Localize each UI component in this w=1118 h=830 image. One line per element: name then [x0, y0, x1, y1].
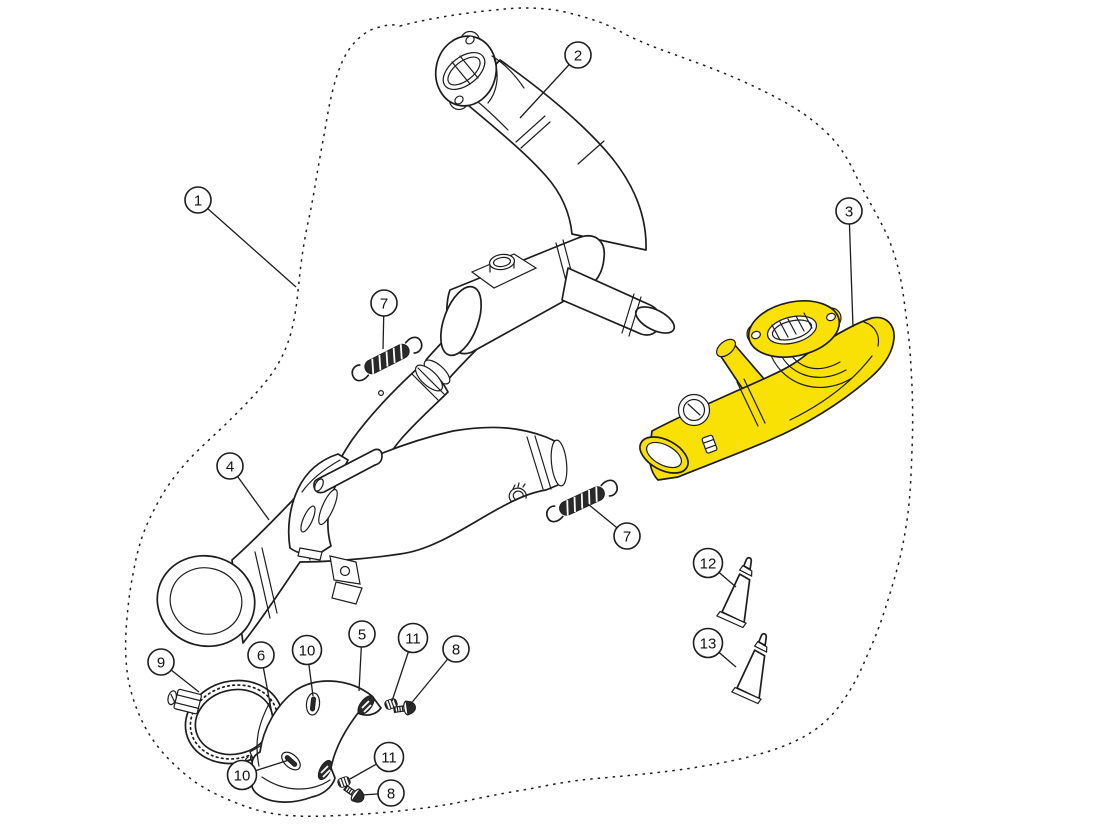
callout-circle-6 [247, 641, 275, 669]
part-4-collector [156, 426, 568, 648]
callout-circle-10 [226, 759, 258, 791]
callout-number-11: 11 [381, 749, 397, 766]
part-3-highlighted-link-pipe [639, 300, 895, 481]
callout-circle-8 [377, 779, 405, 807]
callout-circle-7 [370, 289, 398, 317]
callout-circle-12 [692, 547, 724, 579]
callout-leader-1 [197, 199, 297, 288]
callout-number-8: 8 [452, 641, 460, 658]
callout-circle-13 [692, 627, 724, 659]
clamp-worm-screw [167, 688, 202, 715]
callout-leader-2 [519, 54, 579, 119]
callout-circle-11 [397, 622, 429, 654]
callout-circle-5 [348, 620, 376, 648]
shield-slot-lower [317, 759, 333, 781]
callout-number-2: 2 [574, 47, 582, 64]
washer-lower [337, 776, 351, 788]
callout-circle-9 [147, 648, 175, 676]
callout-number-7: 7 [623, 528, 631, 545]
callout-number-11: 11 [405, 630, 421, 647]
callout-circle-7 [613, 522, 641, 550]
callout-number-4: 4 [226, 458, 234, 475]
brand-logo-mark [508, 482, 527, 502]
hose-clamp [167, 679, 284, 765]
callout-circle-3 [835, 197, 863, 225]
callout-number-5: 5 [358, 626, 366, 643]
callout-number-9: 9 [157, 654, 165, 671]
shield-slot-upper [357, 695, 375, 715]
callout-number-6: 6 [257, 647, 265, 664]
spring-lower [545, 479, 619, 523]
callout-circle-2 [564, 41, 592, 69]
callout-number-8: 8 [387, 785, 395, 802]
sealant-tube-13 [729, 628, 778, 705]
part-2-flange [434, 30, 525, 131]
callout-leader-3 [848, 210, 854, 328]
spring-upper [351, 336, 423, 382]
callout-circle-10 [291, 634, 323, 666]
part-4-strut-rod [313, 448, 383, 494]
callout-number-13: 13 [700, 635, 717, 652]
heat-shield [250, 680, 382, 803]
callout-circle-4 [216, 452, 244, 480]
callout-circle-1 [184, 186, 212, 214]
callout-number-10: 10 [299, 642, 316, 659]
part-2-header-pipe [423, 30, 676, 385]
callout-number-10: 10 [234, 767, 251, 784]
clip-lower [281, 751, 301, 771]
callout-number-3: 3 [845, 203, 853, 220]
system-boundary-outline [124, 7, 914, 818]
callout-number-7: 7 [380, 295, 388, 312]
clip-upper [305, 692, 321, 716]
callout-circle-8 [442, 635, 470, 663]
part-3-flange [746, 300, 842, 358]
callout-number-1: 1 [194, 192, 202, 209]
callout-number-12: 12 [700, 555, 717, 572]
callout-circle-11 [373, 741, 405, 773]
